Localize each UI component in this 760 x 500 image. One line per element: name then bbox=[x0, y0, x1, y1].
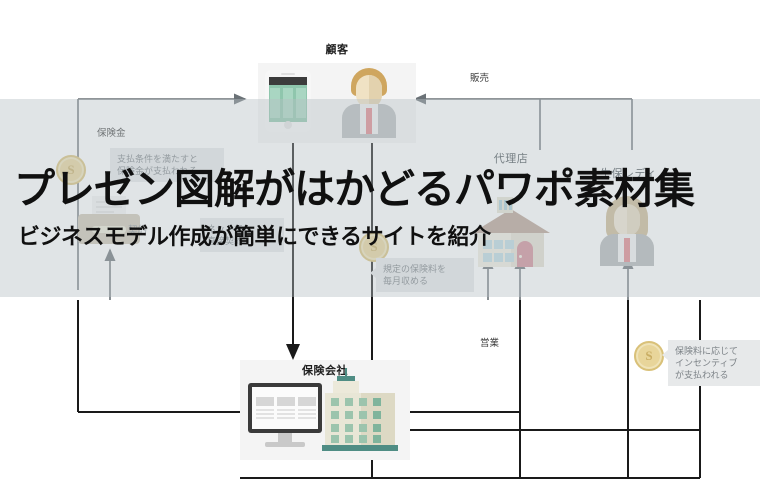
actor-agency-label: 代理店 bbox=[493, 153, 529, 165]
man-face-shade bbox=[369, 75, 382, 108]
title-overlay-band bbox=[0, 99, 760, 297]
callout-premium-note: 規定の保険料を 毎月収める bbox=[370, 258, 474, 293]
house-window bbox=[505, 253, 514, 262]
house-window bbox=[494, 253, 503, 262]
desktop-monitor-icon bbox=[248, 383, 324, 449]
building-window bbox=[373, 435, 381, 443]
tablet-col bbox=[270, 88, 280, 118]
callout-payout-note: 支払条件を満たすと 保険金が支払われる bbox=[110, 148, 224, 183]
dormer-window bbox=[499, 200, 502, 210]
building-window bbox=[373, 424, 381, 432]
node-customer-label: 顧客 bbox=[325, 44, 349, 56]
building-upper bbox=[333, 381, 359, 393]
screen-block bbox=[256, 397, 274, 406]
edge-label-payout: 保険金 bbox=[97, 128, 126, 139]
tablet-col bbox=[296, 88, 306, 118]
edge-label-sell: 販売 bbox=[470, 73, 490, 84]
agency-house-icon bbox=[472, 195, 550, 270]
document-tray-icon bbox=[78, 196, 140, 248]
edge-label-biz: 営業 bbox=[480, 338, 500, 349]
building-window bbox=[373, 411, 381, 419]
callout-direct-note: ネットで 直接契約 bbox=[200, 218, 284, 253]
woman-tie bbox=[624, 238, 630, 262]
building-window bbox=[359, 435, 367, 443]
building-window bbox=[331, 411, 339, 419]
sales-lady-icon bbox=[598, 196, 656, 268]
house-door bbox=[517, 241, 533, 267]
building-window bbox=[359, 398, 367, 406]
building-window bbox=[345, 435, 353, 443]
building-window bbox=[345, 398, 353, 406]
building-window bbox=[359, 424, 367, 432]
tablet-speaker bbox=[281, 73, 295, 75]
screen-line bbox=[298, 409, 316, 411]
screen-line bbox=[298, 413, 316, 415]
tablet-icon bbox=[265, 70, 311, 132]
house-window bbox=[483, 253, 492, 262]
building-window bbox=[345, 424, 353, 432]
building-cap bbox=[337, 376, 355, 381]
man-tie bbox=[366, 108, 372, 134]
building-antenna bbox=[345, 368, 347, 377]
building-window bbox=[373, 398, 381, 406]
house-window bbox=[505, 240, 514, 249]
screen-line bbox=[298, 417, 316, 419]
building-window bbox=[331, 398, 339, 406]
tray-slot bbox=[92, 226, 126, 233]
tablet-topbar bbox=[269, 77, 307, 85]
house-window bbox=[483, 240, 492, 249]
screen-line bbox=[256, 409, 274, 411]
building-window bbox=[359, 411, 367, 419]
coin-icon: S bbox=[359, 232, 389, 262]
monitor-stand bbox=[278, 433, 292, 442]
page-subtitle: ビジネスモデル作成が簡単にできるサイトを紹介 bbox=[18, 225, 491, 250]
screen-line bbox=[256, 413, 274, 415]
coin-icon: S bbox=[56, 155, 86, 185]
monitor-base bbox=[265, 442, 305, 447]
building-base bbox=[322, 445, 398, 451]
callout-incentive-note: 保険料に応じて インセンティブ が支払われる bbox=[662, 340, 760, 387]
house-roof bbox=[472, 209, 550, 233]
screen-line bbox=[277, 409, 295, 411]
paper-line bbox=[96, 206, 122, 208]
paper-line bbox=[96, 211, 114, 213]
edge-label-contract: 契約 bbox=[128, 225, 148, 236]
coin-icon: S bbox=[634, 341, 664, 371]
tablet-home-button bbox=[284, 121, 292, 129]
house-doorknob bbox=[519, 255, 522, 258]
house-window bbox=[494, 240, 503, 249]
node-insurer-label: 保険会社 bbox=[302, 365, 348, 377]
tablet-col bbox=[283, 88, 293, 118]
actor-lady-label: 生保レディ bbox=[600, 168, 657, 180]
monitor-screen bbox=[252, 387, 318, 429]
building-window bbox=[331, 435, 339, 443]
screen-line bbox=[256, 417, 274, 419]
woman-face-shade bbox=[627, 204, 640, 236]
dormer-window bbox=[509, 200, 512, 210]
office-building-icon bbox=[322, 368, 398, 452]
screen-line bbox=[277, 413, 295, 415]
screen-line bbox=[277, 417, 295, 419]
screen-block bbox=[277, 397, 295, 406]
dormer-window bbox=[504, 200, 507, 210]
page-title: プレゼン図解がはかどるパワポ素材集 bbox=[14, 165, 695, 213]
screen-block bbox=[298, 397, 316, 406]
building-window bbox=[331, 424, 339, 432]
paper-line bbox=[96, 201, 122, 203]
businessman-icon bbox=[340, 68, 398, 140]
building-window bbox=[345, 411, 353, 419]
